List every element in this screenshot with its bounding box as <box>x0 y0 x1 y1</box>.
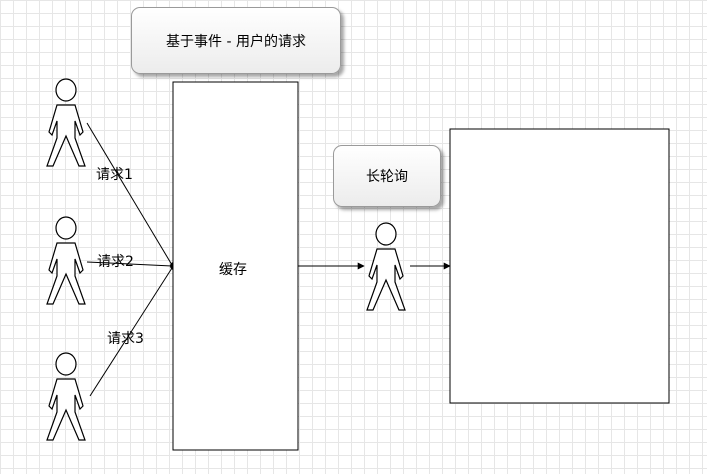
user-actor-1[interactable] <box>46 78 86 167</box>
request-line-2 <box>86 261 173 267</box>
user-actor-3[interactable] <box>46 352 86 441</box>
cache-box[interactable] <box>172 81 299 451</box>
request-line-1 <box>86 122 173 266</box>
request-label-3: 请求3 <box>107 331 144 347</box>
request-label-2: 请求2 <box>97 254 134 270</box>
request-label-1: 请求1 <box>96 167 133 183</box>
title-callout[interactable]: 基于事件 - 用户的请求 <box>131 7 341 74</box>
long-poll-callout[interactable]: 长轮询 <box>333 145 441 207</box>
cache-label: 缓存 <box>219 262 247 278</box>
user-actor-2[interactable] <box>46 216 86 305</box>
server-box[interactable] <box>449 128 670 404</box>
request-line-3 <box>89 267 173 397</box>
poller-actor[interactable] <box>366 222 406 311</box>
